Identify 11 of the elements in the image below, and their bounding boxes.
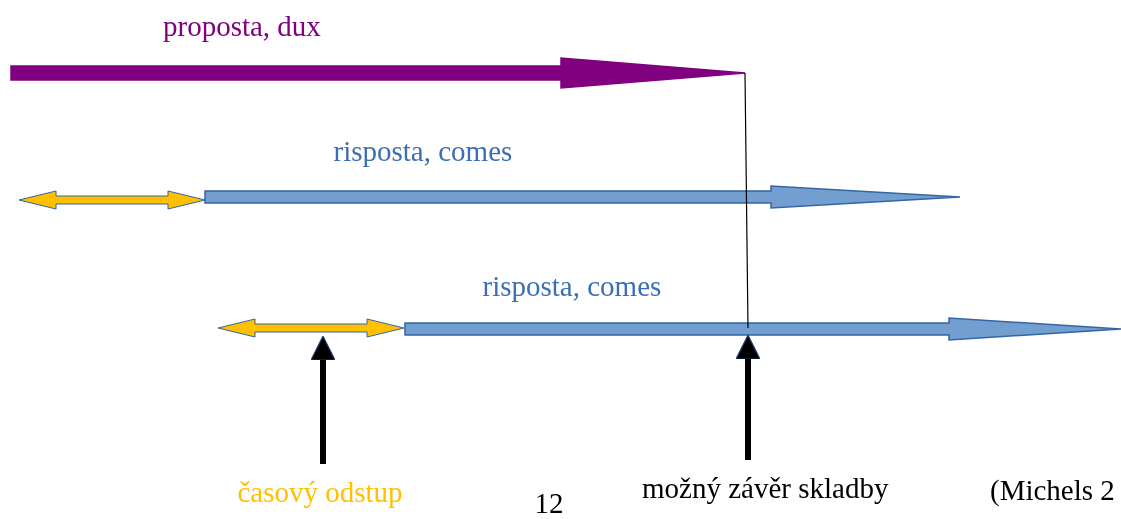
annotation-text: možný závěr skladby [642, 474, 889, 503]
voice-label: risposta, comes [333, 137, 513, 166]
citation-text: (Michels 2 [990, 476, 1115, 505]
annotation-text: časový odstup [237, 478, 403, 507]
double-arrow [18, 189, 206, 211]
voice-label: proposta, dux [163, 12, 321, 41]
page-number: 12 [534, 489, 564, 518]
pointer-arrow [735, 334, 761, 460]
pointer-arrow [310, 335, 336, 464]
double-arrow [217, 317, 405, 339]
voice-label: risposta, comes [482, 272, 662, 301]
